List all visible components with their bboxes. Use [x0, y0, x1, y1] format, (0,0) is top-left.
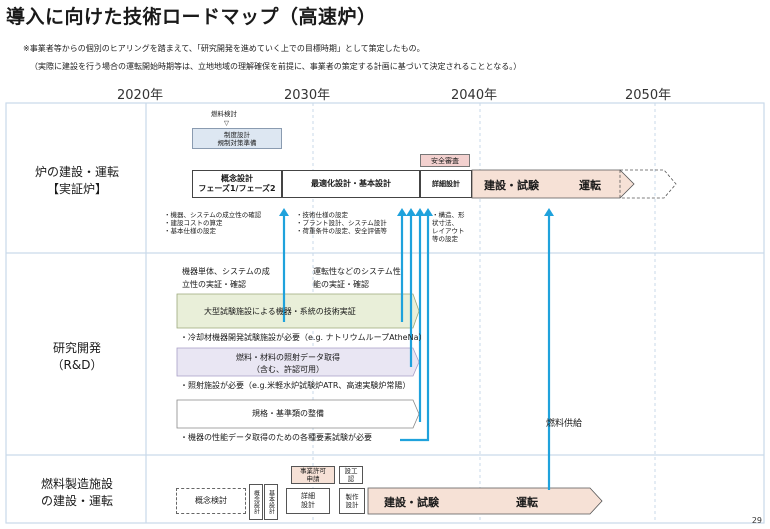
concept-note-3: ・基本仕様の設定 — [164, 227, 216, 235]
opt-note-2: ・プラント設計、システム設計 — [296, 219, 387, 227]
fuel-study-label: 燃料検討 — [211, 110, 237, 118]
fuel-fabrication-design-box: 製作 設計 — [339, 488, 365, 514]
rnd-note-a-line1: 機器単体、システムの成 — [182, 267, 270, 276]
concept-design-box: 概念設計 フェーズ1/フェーズ2 — [192, 170, 282, 198]
year-2040: 2040年 — [451, 88, 498, 103]
page-title: 導入に向けた技術ロードマップ（高速炉） — [6, 6, 377, 28]
row-label-fuel-plant: 燃料製造施設 の建設・運転 — [8, 476, 146, 510]
concept-note-1: ・機器、システムの成立性の確認 — [164, 211, 262, 219]
page-number: 29 — [751, 516, 762, 525]
fuel-basic-design-box: 基本設計 — [264, 484, 278, 520]
row-label-rnd-line1: 研究開発 — [52, 341, 101, 355]
year-2030: 2030年 — [284, 88, 331, 103]
irradiation-label: 燃料・材料の照射データ取得 （含む、許認可用） — [236, 352, 340, 376]
fuel-supply-label: 燃料供給 — [546, 419, 583, 429]
row-label-fuel-line1: 燃料製造施設 — [40, 477, 113, 491]
design-approval-line2: 認 — [347, 475, 355, 483]
row-label-reactor-line2: 【実証炉】 — [46, 182, 107, 196]
row-label-reactor-line1: 炉の建設・運転 — [34, 165, 119, 179]
row-label-fuel-line2: の建設・運転 — [40, 494, 113, 508]
concept-notes: ・機器、システムの成立性の確認 ・建設コストの算定 ・基本仕様の設定 — [164, 211, 261, 235]
rnd-note-b-line1: 運転性などのシステム性 — [313, 267, 401, 276]
license-line1: 事業許可 — [300, 467, 326, 475]
standards-label: 規格・基準類の整備 — [252, 409, 324, 418]
row-label-rnd: 研究開発 （R&D） — [8, 340, 146, 374]
fuel-build-label: 建設・試験 — [384, 496, 439, 509]
regulation-line1: 制度設計 — [224, 130, 250, 139]
row-label-reactor: 炉の建設・運転 【実証炉】 — [8, 164, 146, 198]
fuel-detail-design-box: 詳細 設計 — [286, 488, 330, 514]
detail-design-box: 詳細設計 — [420, 170, 472, 198]
large-test-label: 大型試験施設による機器・系統の技術実証 — [204, 307, 356, 316]
rnd-note-a-line2: 立性の実証・確認 — [182, 280, 246, 289]
rnd-note-b-line2: 能の実証・確認 — [313, 280, 369, 289]
rnd-note-a: 機器単体、システムの成 立性の実証・確認 — [182, 265, 270, 291]
fuel-detail-line1: 詳細 — [301, 492, 315, 500]
fuel-detail-line2: 設計 — [301, 501, 315, 509]
regulation-box: 制度設計 規制対策準備 — [192, 128, 282, 149]
detail-notes: ・構造、形 状寸法、 レイアウト 等の設定 — [432, 211, 465, 243]
optimization-notes: ・技術仕様の設定 ・プラント設計、システム設計 ・荷重条件の設定、安全評価等 — [296, 211, 387, 235]
concept-design-line1: 概念設計 — [221, 174, 253, 183]
safety-review-box: 安全審査 — [420, 154, 470, 167]
detail-note-2: 状寸法、 — [432, 219, 458, 227]
fuel-fab-line2: 設計 — [345, 501, 359, 509]
detail-note-4: 等の設定 — [432, 235, 458, 243]
fuel-concept-design-box: 概念設計 — [249, 484, 263, 520]
optimization-design-box: 最適化設計・基本設計 — [282, 170, 420, 198]
year-2020: 2020年 — [117, 88, 164, 103]
irradiation-line2: （含む、許認可用） — [252, 365, 324, 374]
reactor-build-label: 建設・試験 — [484, 179, 539, 192]
fuel-study-marker: ▽ — [224, 119, 229, 127]
regulation-line2: 規制対策準備 — [217, 138, 257, 147]
concept-note-2: ・建設コストの算定 — [164, 219, 223, 227]
concept-design-line2: フェーズ1/フェーズ2 — [198, 184, 276, 193]
row-label-rnd-line2: （R&D） — [51, 358, 103, 372]
irradiation-line1: 燃料・材料の照射データ取得 — [236, 353, 340, 362]
reactor-operation-label: 運転 — [579, 179, 601, 192]
detail-note-3: レイアウト — [432, 227, 465, 235]
note-line-1: ※事業者等からの個別のヒアリングを踏まえて、「研究開発を進めていく上での目標時期… — [23, 44, 425, 53]
irradiation-requirement: ・照射施設が必要（e.g.米軽水炉試験炉ATR、高速実験炉常陽） — [180, 381, 411, 390]
design-approval-line1: 設工 — [344, 467, 358, 475]
year-2050: 2050年 — [625, 88, 672, 103]
license-application-box: 事業許可 申請 — [291, 466, 335, 484]
standards-requirement: ・機器の性能データ取得のための各種要素試験が必要 — [180, 433, 372, 442]
rnd-note-b: 運転性などのシステム性 能の実証・確認 — [313, 265, 401, 291]
opt-note-3: ・荷重条件の設定、安全評価等 — [296, 227, 387, 235]
opt-note-1: ・技術仕様の設定 — [296, 211, 348, 219]
fuel-fab-line1: 製作 — [345, 493, 359, 501]
license-line2: 申請 — [306, 475, 320, 483]
detail-note-1: ・構造、形 — [432, 211, 465, 219]
fuel-operation-label: 運転 — [516, 496, 538, 509]
large-test-requirement: ・冷却材機器開発試験施設が必要（e.g. ナトリウムループAtheNa） — [180, 333, 427, 342]
note-line-2: （実際に建設を行う場合の運転開始時期等は、立地地域の理解確保を前提に、事業者の策… — [30, 62, 522, 71]
design-approval-box: 設工 認 — [339, 466, 363, 484]
fuel-concept-study-box: 概念検討 — [176, 488, 246, 514]
